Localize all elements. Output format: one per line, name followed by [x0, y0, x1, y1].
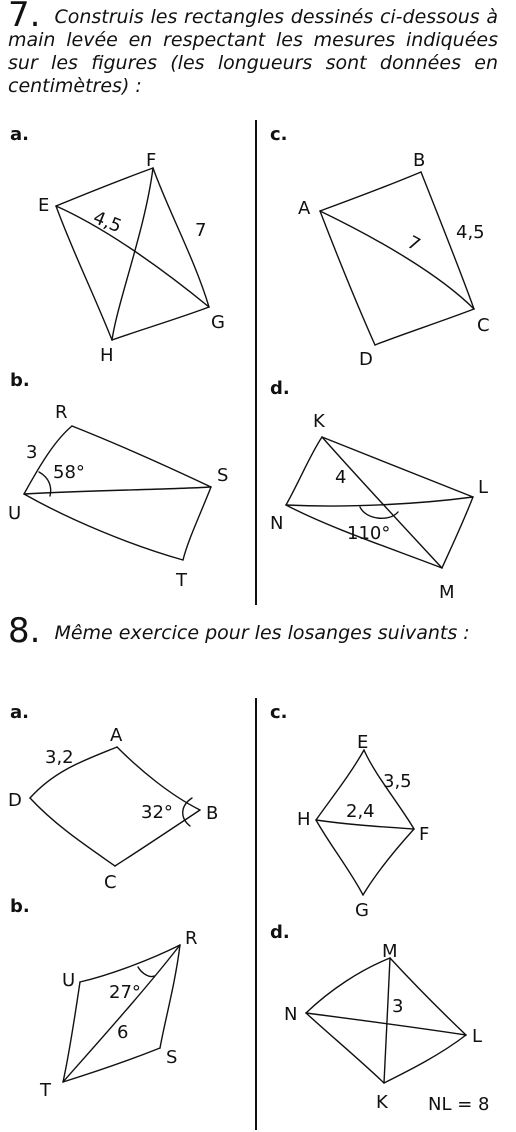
ex7-a-measure-EG: 4,5: [90, 207, 124, 237]
ex8-d-vertex-L: L: [472, 1026, 482, 1047]
ex7-b-vertex-R: R: [55, 402, 68, 423]
ex8-c-vertex-F: F: [419, 824, 429, 845]
ex7-a-vertex-E: E: [38, 195, 49, 216]
ex7-b-letter: b.: [10, 370, 30, 391]
ex7-d-measure: 4: [335, 467, 346, 488]
ex8-a-vertex-C: C: [104, 872, 117, 893]
ex8-c-measure-HF: 2,4: [346, 801, 375, 822]
ex8-a-vertex-D: D: [8, 790, 22, 811]
ex8-b-vertex-T: T: [39, 1080, 52, 1101]
ex7-d-rectangle-figure: [285, 436, 474, 569]
exercise-8-text: Même exercice pour les losanges suivants…: [54, 622, 470, 644]
ex7-d-angle: 110°: [347, 523, 390, 544]
exercise-7-statement: 7.Construis les rectangles dessinés ci-d…: [8, 0, 498, 98]
ex8-c-vertex-H: H: [297, 809, 311, 830]
ex7-c-rectangle-figure: [319, 171, 475, 346]
ex8-a-letter: a.: [10, 702, 29, 723]
ex8-d-note: NL = 8: [428, 1094, 489, 1115]
ex8-b-vertex-S: S: [166, 1047, 177, 1068]
ex7-b-measure-UR: 3: [26, 442, 37, 463]
ex7-c-measure-AC: 7: [404, 232, 424, 256]
ex8-d-letter: d.: [270, 922, 290, 943]
ex8-d-measure: 3: [392, 996, 403, 1017]
ex7-a-letter: a.: [10, 124, 29, 145]
ex7-a-vertex-H: H: [100, 345, 114, 366]
ex7-c-vertex-C: C: [477, 315, 490, 336]
ex8-c-vertex-E: E: [357, 732, 368, 753]
ex7-c-vertex-A: A: [298, 198, 311, 219]
ex8-a-angle: 32°: [141, 802, 173, 823]
ex7-c-vertex-D: D: [359, 349, 373, 370]
ex8-b-angle: 27°: [109, 982, 141, 1003]
ex7-d-vertex-K: K: [313, 411, 326, 432]
ex8-c-measure-EF: 3,5: [383, 771, 412, 792]
ex8-b-letter: b.: [10, 896, 30, 917]
ex7-b-vertex-T: T: [175, 570, 188, 591]
ex7-a-vertex-G: G: [211, 312, 225, 333]
ex8-c-vertex-G: G: [355, 900, 369, 921]
ex8-a-vertex-B: B: [206, 803, 218, 824]
ex7-c-letter: c.: [270, 124, 288, 145]
ex7-d-vertex-L: L: [478, 477, 488, 498]
ex8-a-vertex-A: A: [110, 725, 123, 746]
exercise-7-text: Construis les rectangles dessinés ci-des…: [8, 6, 498, 97]
ex8-c-letter: c.: [270, 702, 288, 723]
exercise-7-number: 7.: [8, 0, 41, 35]
exercise-8-statement: 8. Même exercice pour les losanges suivan…: [8, 614, 498, 648]
ex7-d-vertex-M: M: [439, 582, 455, 603]
ex8-d-rhombus-figure: [305, 957, 467, 1084]
ex7-d-letter: d.: [270, 378, 290, 399]
ex7-a-measure-FG: 7: [195, 220, 206, 241]
ex8-b-vertex-U: U: [62, 970, 75, 991]
ex7-c-measure-BC: 4,5: [456, 222, 485, 243]
ex8-b-vertex-R: R: [185, 928, 198, 949]
ex7-b-vertex-S: S: [217, 465, 228, 486]
ex8-b-measure-TR: 6: [117, 1022, 128, 1043]
ex8-d-vertex-N: N: [284, 1004, 297, 1025]
ex8-b-rhombus-figure: [62, 944, 181, 1083]
ex8-a-measure-DA: 3,2: [45, 747, 74, 768]
ex8-c-rhombus-figure: [315, 749, 415, 896]
ex7-c-vertex-B: B: [413, 150, 425, 171]
ex7-b-rectangle-figure: [23, 425, 212, 561]
ex8-d-vertex-M: M: [382, 941, 398, 962]
exercise-8-number: 8.: [8, 611, 41, 651]
ex7-a-vertex-F: F: [146, 150, 156, 171]
ex8-a-rhombus-figure: [29, 746, 201, 867]
ex7-b-angle: 58°: [53, 462, 85, 483]
ex7-b-vertex-U: U: [8, 503, 21, 524]
ex7-a-rectangle-figure: [55, 167, 210, 341]
ex8-d-vertex-K: K: [376, 1092, 389, 1113]
ex7-d-vertex-N: N: [270, 513, 283, 534]
